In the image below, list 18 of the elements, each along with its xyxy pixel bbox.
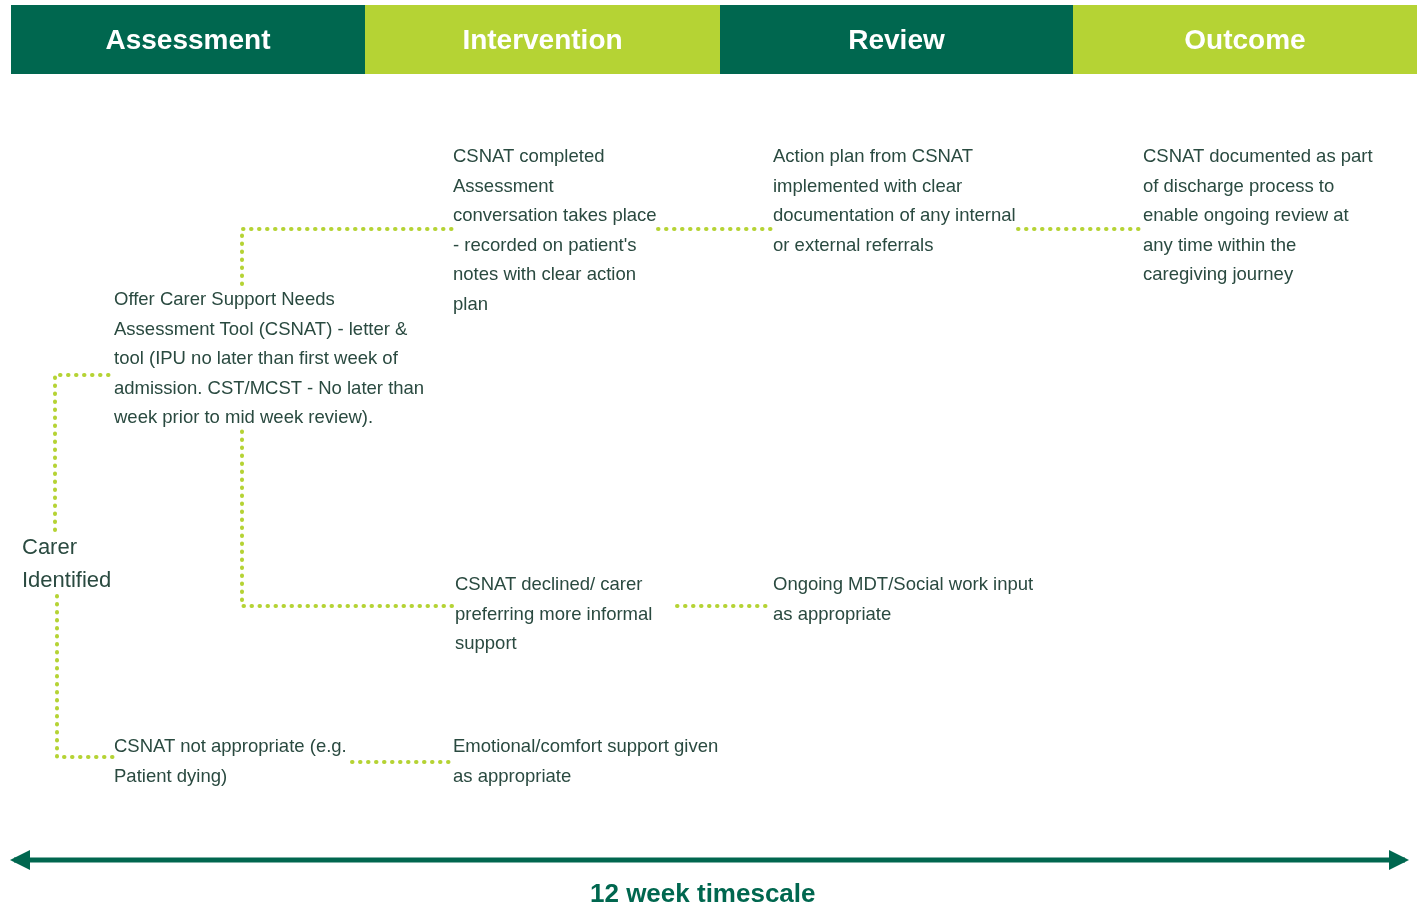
phase-header-band: Assessment	[11, 5, 365, 74]
step-text: CSNAT completed Assessment conversation takes place - recorded on patient's notes with clear action plan	[453, 141, 658, 318]
step-text: CSNAT not appropriate (e.g. Patient dying)	[114, 731, 352, 790]
timescale-label: 12 week timescale	[590, 878, 816, 908]
phase-header-band: Intervention	[365, 5, 720, 74]
step-text: Offer Carer Support Needs Assessment Tool (CSNAT) - letter & tool (IPU no later than first week of admission. CST/MCST - No later than week prior to mid week review).	[114, 284, 439, 432]
step-text: Ongoing MDT/Social work input as appropriate	[773, 569, 1048, 628]
phase-header-band: Outcome	[1073, 5, 1417, 74]
dotted-connector	[55, 594, 116, 759]
step-text: CSNAT documented as part of discharge process to enable ongoing review at any time within the caregiving journey	[1143, 141, 1383, 289]
step-text: Carer Identified	[22, 530, 137, 596]
dotted-connector	[240, 227, 455, 286]
step-text: CSNAT declined/ carer preferring more informal support	[455, 569, 677, 658]
step-text: Action plan from CSNAT implemented with clear documentation of any internal or external referrals	[773, 141, 1018, 259]
phase-header-band: Review	[720, 5, 1073, 74]
dotted-connector	[656, 227, 775, 231]
dotted-connector	[240, 429, 457, 608]
step-text: Emotional/comfort support given as appropriate	[453, 731, 728, 790]
